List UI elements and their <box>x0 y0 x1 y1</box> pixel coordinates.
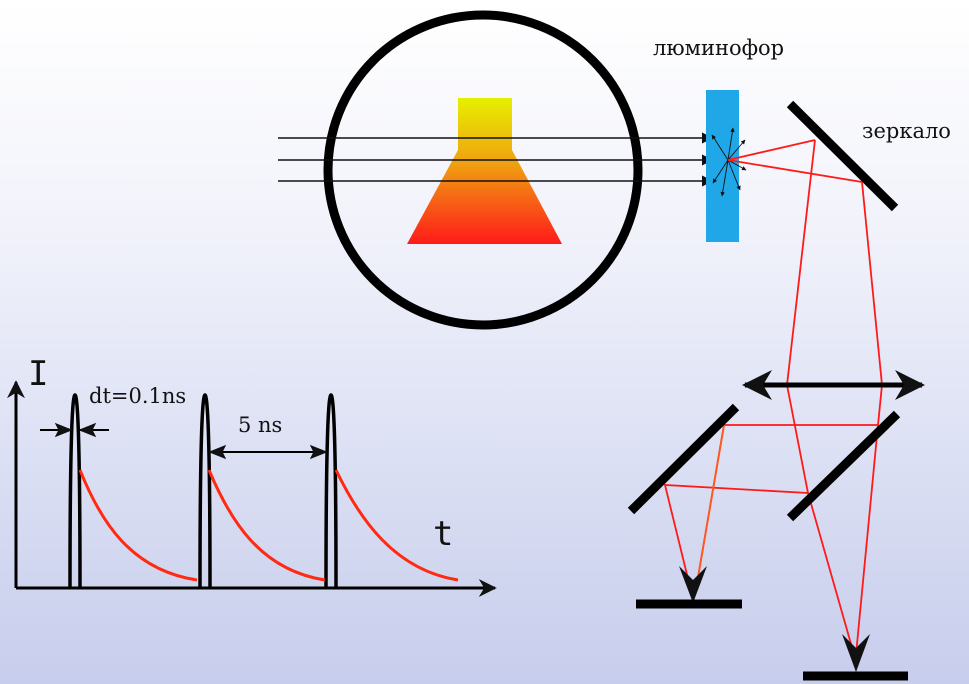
pulses <box>68 393 338 589</box>
mirror-left <box>627 403 740 515</box>
pulse-width-label: dt=0.1ns <box>89 384 186 408</box>
mirror-top <box>786 100 899 212</box>
orange-ray <box>694 424 725 596</box>
pulse-3 <box>324 393 338 589</box>
scatter-arrows <box>711 127 747 197</box>
phosphor-label: люминофор <box>653 36 784 60</box>
mirror-label: зеркало <box>862 119 951 143</box>
y-axis-label: I <box>28 354 48 394</box>
intensity-time-plot: I t dt=0.1ns 5 ns <box>6 354 497 597</box>
source-chamber <box>323 10 643 330</box>
chamber-circle <box>323 10 643 330</box>
phosphor-plate <box>706 90 739 242</box>
light-path <box>663 139 883 666</box>
decay-curve-1 <box>78 469 198 582</box>
pulse-2 <box>198 393 212 589</box>
mirror-right <box>786 410 901 522</box>
decay-curve-3 <box>334 469 459 582</box>
gradient-flask <box>407 98 562 244</box>
x-axis-label: t <box>433 514 453 554</box>
decay-curve-2 <box>207 469 326 582</box>
detector-arrowheads <box>679 566 870 672</box>
pulse-1 <box>68 393 82 589</box>
decay-curves <box>78 469 459 582</box>
pulse-period-label: 5 ns <box>238 413 282 437</box>
incident-rays <box>278 132 714 187</box>
